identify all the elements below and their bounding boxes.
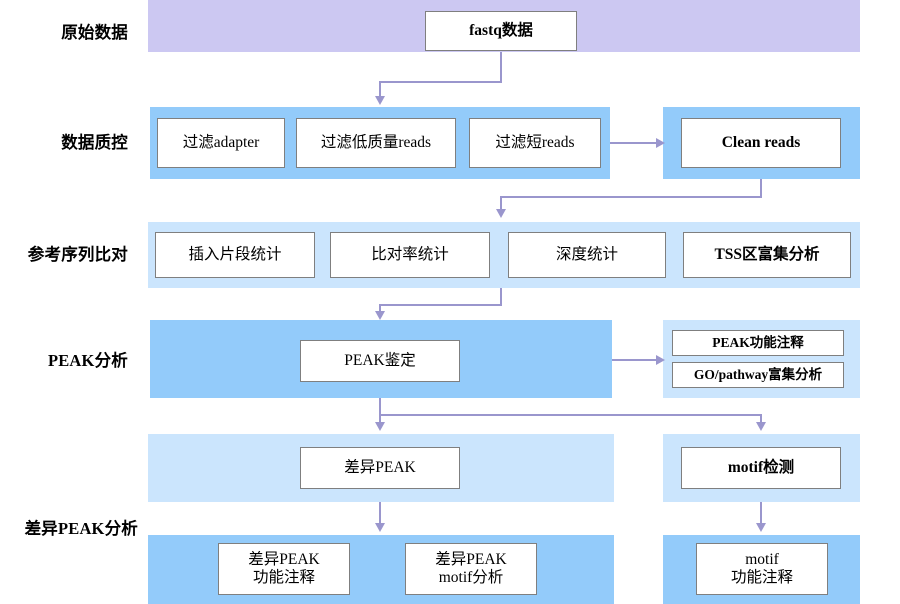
node-clean-reads[interactable]: Clean reads [681, 118, 841, 168]
node-peak-calling[interactable]: PEAK鉴定 [300, 340, 460, 382]
stage-label-ref-align: 参考序列比对 [27, 245, 128, 264]
node-diff-peak-motif-analysis[interactable]: 差异PEAK motif分析 [405, 543, 537, 595]
node-mapping-rate-stat[interactable]: 比对率统计 [330, 232, 490, 278]
stage-label-peak-analysis: PEAK分析 [47, 351, 128, 370]
arrowhead-to-peak-analysis [375, 311, 385, 320]
connector-clean-to-align [500, 196, 502, 210]
connector-clean-down [760, 179, 762, 198]
node-filter-short-reads[interactable]: 过滤短reads [469, 118, 601, 168]
connector-peak-to-diff [379, 414, 381, 423]
arrowhead-to-clean-reads [656, 138, 665, 148]
arrowhead-to-motif-detect [756, 422, 766, 431]
node-filter-adapter[interactable]: 过滤adapter [157, 118, 285, 168]
connector-fastq-to-qc [379, 81, 381, 98]
node-diff-peak-motif-line1: 差异PEAK [435, 550, 507, 568]
node-diff-peak-annotation-line1: 差异PEAK [248, 550, 320, 568]
node-motif-detect[interactable]: motif检测 [681, 447, 841, 489]
connector-fastq-down [500, 52, 502, 83]
connector-peak-branch-right [379, 414, 762, 416]
node-filter-low-quality[interactable]: 过滤低质量reads [296, 118, 456, 168]
arrowhead-to-motif-annotation [756, 523, 766, 532]
node-motif-annotation[interactable]: motif 功能注释 [696, 543, 828, 595]
connector-peak-down-trunk [379, 398, 381, 416]
node-diff-peak-annotation-line2: 功能注释 [252, 569, 315, 586]
stage-label-data-qc: 数据质控 [61, 133, 128, 152]
node-diff-peak-motif-line2: motif分析 [438, 569, 504, 586]
connector-filter-to-clean [610, 142, 658, 144]
connector-diff-peak-down [379, 502, 381, 524]
node-fastq[interactable]: fastq数据 [425, 11, 577, 51]
arrowhead-to-diff-peak [375, 422, 385, 431]
node-diff-peak-annotation[interactable]: 差异PEAK 功能注释 [218, 543, 350, 595]
node-peak-annotation[interactable]: PEAK功能注释 [672, 330, 844, 356]
connector-align-left [379, 304, 502, 306]
connector-align-to-peak [379, 304, 381, 312]
connector-peak-to-motif [760, 414, 762, 423]
connector-motif-down [760, 502, 762, 524]
connector-clean-left [500, 196, 762, 198]
node-motif-annotation-line1: motif [745, 550, 779, 568]
node-motif-annotation-line2: 功能注释 [730, 569, 793, 586]
arrowhead-to-ref-align [496, 209, 506, 218]
stage-label-diff-peak: 差异PEAK分析 [24, 519, 138, 538]
stage-label-raw-data: 原始数据 [61, 23, 128, 42]
connector-peak-to-outputs [612, 359, 658, 361]
connector-fastq-left [379, 81, 502, 83]
node-diff-peak[interactable]: 差异PEAK [300, 447, 460, 489]
node-depth-stat[interactable]: 深度统计 [508, 232, 666, 278]
arrowhead-to-data-qc [375, 96, 385, 105]
node-tss-enrichment[interactable]: TSS区富集分析 [683, 232, 851, 278]
node-insert-size-stat[interactable]: 插入片段统计 [155, 232, 315, 278]
arrowhead-to-peak-outputs [656, 355, 665, 365]
node-go-pathway-enrichment[interactable]: GO/pathway富集分析 [672, 362, 844, 388]
arrowhead-to-diff-peak-results [375, 523, 385, 532]
connector-align-down [500, 288, 502, 306]
